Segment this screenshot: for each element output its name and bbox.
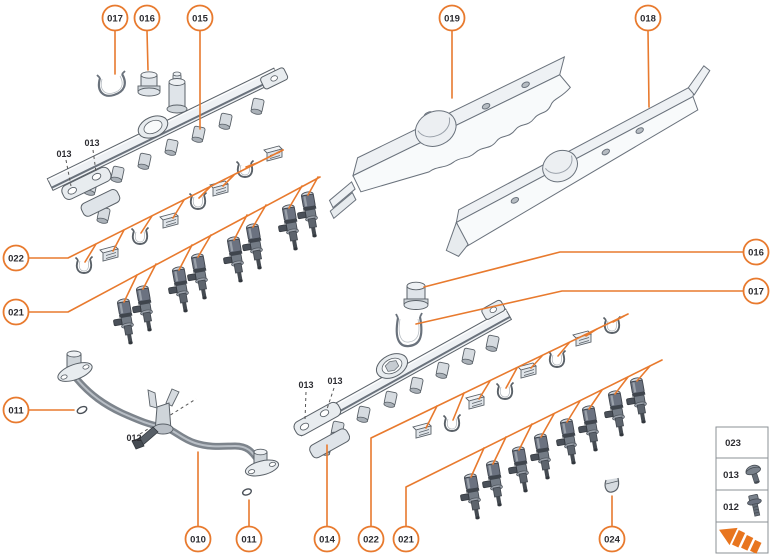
clip-024 [604, 477, 620, 493]
inline-label-013-rail2-b: 013 [327, 376, 342, 386]
callout-010[interactable]: 010 [184, 525, 212, 553]
leader-018 [647, 30, 650, 108]
leader-021-left-branches [123, 176, 319, 303]
callout-leader-lines [28, 30, 744, 527]
inline-label-013-rail2-a: 013 [298, 380, 313, 390]
callout-018[interactable]: 018 [634, 4, 662, 32]
dashed-reference-lines [65, 149, 335, 421]
fuel-rail-cap-lower [403, 281, 429, 310]
pan-head-screw-icon [745, 464, 761, 484]
o-ring-bottom [241, 488, 253, 496]
rail-valve-port [166, 71, 188, 114]
brand-arrow-logo [719, 527, 762, 554]
inline-label-013-rail1-b: 013 [84, 138, 99, 148]
callout-017-right[interactable]: 017 [742, 277, 770, 305]
leader-016-right [423, 251, 744, 288]
fuel-pipe-assembly [57, 350, 280, 477]
svg-text:016[interactable]: 016 [748, 248, 764, 259]
svg-text:024[interactable]: 024 [604, 535, 621, 546]
callout-015[interactable]: 015 [186, 4, 214, 32]
inline-label-012-pipe: 012 [126, 433, 141, 443]
svg-text:011[interactable]: 011 [241, 535, 257, 546]
svg-text:021[interactable]: 021 [398, 535, 415, 546]
callout-022-left[interactable]: 022 [2, 244, 30, 272]
callout-badges: 017 016 015 019 018 022 021 011 [2, 4, 770, 553]
retaining-clip-lower [395, 312, 423, 348]
callout-016-top[interactable]: 016 [133, 4, 161, 32]
callout-024[interactable]: 024 [598, 525, 626, 553]
callout-021-left[interactable]: 021 [2, 298, 30, 326]
callout-014[interactable]: 014 [313, 525, 341, 553]
leader-022-bottom-branches [425, 315, 625, 429]
callout-016-right[interactable]: 016 [742, 238, 770, 266]
injector-set-upper [109, 190, 322, 348]
injector-set-lower [456, 376, 651, 523]
leader-016-top [146, 30, 149, 71]
svg-text:010[interactable]: 010 [190, 535, 206, 546]
callout-019[interactable]: 019 [438, 4, 466, 32]
leader-022-left-branches [84, 149, 284, 263]
inline-label-013-rail1-a: 013 [56, 149, 71, 159]
svg-text:021[interactable]: 021 [8, 308, 25, 319]
svg-text:022[interactable]: 022 [363, 535, 379, 546]
callout-011-bottom[interactable]: 011 [235, 525, 263, 553]
callout-021-bottom[interactable]: 021 [392, 525, 420, 553]
callout-011-left[interactable]: 011 [2, 396, 30, 424]
fuel-rail-cover-019 [328, 56, 571, 220]
flange-bolt-icon [747, 493, 762, 517]
svg-text:015[interactable]: 015 [192, 14, 209, 25]
svg-text:019[interactable]: 019 [444, 14, 460, 25]
leader-021-bottom-branches [470, 365, 651, 478]
leader-021-bottom [405, 359, 663, 527]
fuel-rail-cap-upper [137, 71, 161, 97]
retaining-clip-upper [96, 70, 126, 97]
svg-text:016[interactable]: 016 [139, 14, 155, 25]
callout-022-bottom[interactable]: 022 [357, 525, 385, 553]
svg-text:018[interactable]: 018 [640, 14, 656, 25]
leader-022-left [28, 149, 284, 259]
legend-label-013: 013 [723, 470, 739, 481]
svg-text:011[interactable]: 011 [8, 406, 24, 417]
svg-text:014[interactable]: 014 [319, 535, 336, 546]
leader-021-left [28, 176, 321, 313]
pipe-bracket [131, 388, 180, 450]
fuel-rail-upper [46, 67, 289, 225]
svg-text:017[interactable]: 017 [748, 287, 764, 298]
callout-017-top[interactable]: 017 [101, 4, 129, 32]
legend-label-023: 023 [725, 438, 741, 449]
svg-text:017[interactable]: 017 [107, 14, 123, 25]
svg-text:022[interactable]: 022 [8, 254, 24, 265]
legend-label-012: 012 [723, 502, 739, 513]
leader-017-right [415, 290, 744, 325]
fuel-rail-lower [293, 299, 513, 459]
o-ring-left [76, 405, 88, 415]
fuel-rail-cover-018 [445, 65, 711, 257]
